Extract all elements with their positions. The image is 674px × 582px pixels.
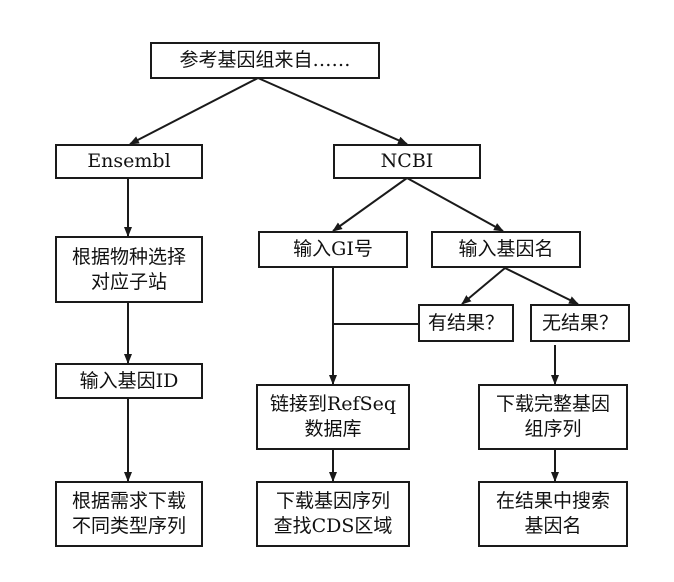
node-download-gene-seq-label: 下载基因序列 查找CDS区域 — [273, 490, 393, 537]
node-choose-site-label: 根据物种选择 对应子站 — [71, 245, 186, 293]
node-download-by-need: 根据需求下载 不同类型序列 — [55, 481, 203, 547]
node-no-result-label: 无结果？ — [541, 311, 618, 334]
node-download-genome: 下载完整基因 组序列 — [478, 384, 628, 450]
node-search-results: 在结果中搜索 基因名 — [478, 481, 628, 547]
node-input-gi-label: 输入GI号 — [293, 238, 373, 261]
edge-genename-no — [504, 267, 579, 305]
node-search-results-label: 在结果中搜索 基因名 — [495, 490, 610, 537]
edge-ncbi-genename — [406, 177, 504, 232]
node-ncbi: NCBI — [333, 144, 481, 179]
node-input-id-label: 输入基因ID — [79, 369, 179, 392]
node-root: 参考基因组来自…… — [150, 42, 380, 79]
edge-ncbi-gi — [332, 177, 408, 232]
node-download-gene-seq: 下载基因序列 查找CDS区域 — [256, 481, 410, 547]
node-ensembl: Ensembl — [55, 144, 203, 179]
node-has-result: 有结果？ — [418, 304, 514, 342]
node-input-id: 输入基因ID — [55, 363, 203, 399]
node-link-refseq-label: 链接到RefSeq 数据库 — [269, 393, 396, 440]
node-ncbi-label: NCBI — [380, 150, 434, 173]
node-input-gene-name-label: 输入基因名 — [458, 238, 554, 261]
node-download-by-need-label: 根据需求下载 不同类型序列 — [71, 490, 186, 537]
node-root-label: 参考基因组来自…… — [179, 49, 351, 72]
edge-genename-has — [461, 267, 506, 305]
node-input-gi: 输入GI号 — [258, 231, 408, 268]
node-download-genome-label: 下载完整基因 组序列 — [495, 393, 610, 440]
node-choose-site: 根据物种选择 对应子站 — [55, 236, 203, 303]
edge-root-ncbi — [257, 77, 408, 145]
node-ensembl-label: Ensembl — [87, 150, 171, 173]
node-no-result: 无结果？ — [530, 304, 630, 342]
node-has-result-label: 有结果？ — [427, 311, 504, 334]
node-link-refseq: 链接到RefSeq 数据库 — [256, 384, 410, 450]
node-input-gene-name: 输入基因名 — [431, 231, 581, 268]
edge-root-ensembl — [129, 77, 259, 145]
